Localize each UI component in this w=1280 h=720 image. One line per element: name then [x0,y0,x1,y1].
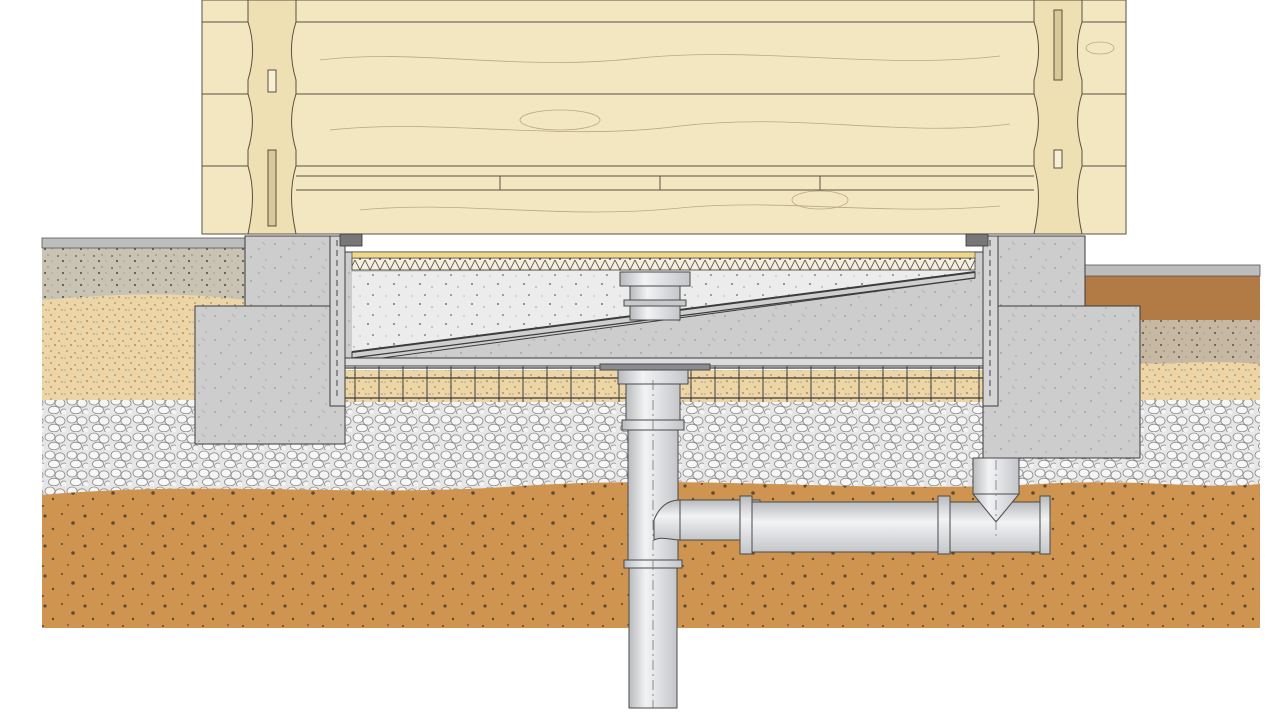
sill-plates [339,233,989,247]
horizontal-drain-pipe [653,457,1051,555]
concrete-foundation-left [194,235,346,445]
membrane-top [351,251,976,259]
paving-left [41,237,246,249]
top-soil-left [42,248,245,300]
log-corner-left [247,0,297,235]
log-corner-right [1033,0,1083,235]
paving-right [1084,264,1261,277]
gravel-right-mid [1140,320,1260,364]
insulation-layer [351,257,976,271]
sand-layer-left [42,294,245,400]
vertical-drain-pipe [617,369,689,709]
rebar-ticks [354,366,980,402]
log-wall [201,0,1127,235]
floor-drain [599,271,711,371]
concrete-foundation-right [982,235,1141,459]
